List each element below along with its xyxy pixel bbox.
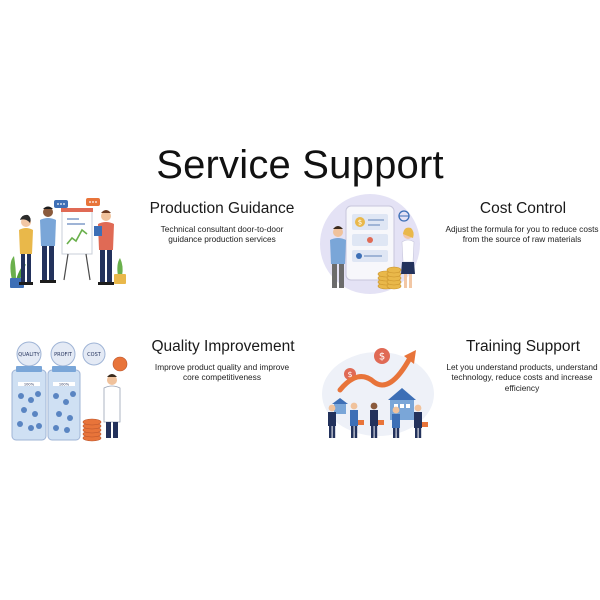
svg-text:$: $: [358, 219, 362, 227]
card-description: Technical consultant door-to-door guidan…: [160, 224, 284, 245]
card-title: Cost Control: [479, 200, 567, 217]
card-title: Quality Improvement: [151, 338, 295, 355]
card-title: Production Guidance: [149, 200, 295, 217]
jar-1-percent: 100%: [24, 383, 35, 387]
page-title: Service Support: [156, 143, 444, 187]
jar-2-percent: 100%: [59, 383, 70, 387]
quality-label: QUALITY: [18, 352, 40, 358]
cost-label: COST: [87, 352, 102, 358]
card-description: Adjust the formula for you to reduce cos…: [445, 224, 599, 245]
svg-text:$: $: [347, 370, 352, 379]
card-description: Improve product quality and improve core…: [154, 362, 290, 383]
profit-label: PROFIT: [54, 352, 73, 358]
growth-team-illustration: $ $: [322, 348, 434, 438]
svg-text:$: $: [379, 352, 385, 363]
quality-jars-illustration: QUALITY PROFIT COST 100% 100%: [11, 341, 128, 442]
team-meeting-illustration: [10, 198, 126, 288]
card-description: Let you understand products, understand …: [446, 362, 598, 393]
card-title: Training Support: [465, 338, 581, 355]
cost-analysis-illustration: $: [320, 194, 420, 294]
